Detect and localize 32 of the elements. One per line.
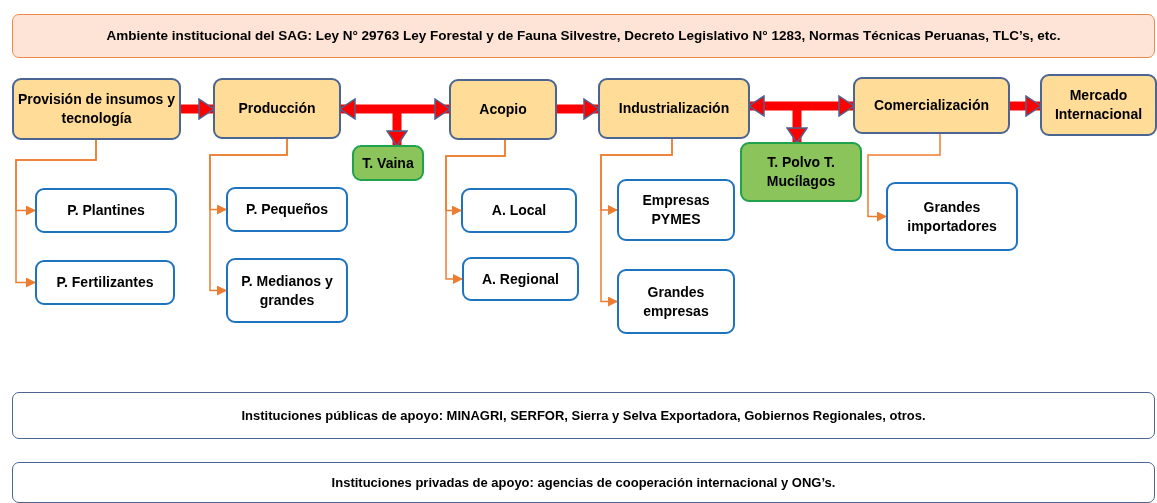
product-box: T. Vaina [352, 145, 424, 181]
actor-box: Grandes importadores [886, 182, 1018, 251]
connector-arrow [867, 133, 941, 222]
institution-box: Instituciones públicas de apoyo: MINAGRI, SERFOR, Sierra y Selva Exportadora, Gobiernos Regionales, otros. [12, 392, 1155, 439]
block-arrow [1010, 95, 1042, 117]
stage-box: Producción [213, 78, 341, 139]
block-arrow [386, 111, 408, 147]
connector-arrow [15, 139, 97, 288]
connector-arrow [600, 138, 673, 307]
block-arrow [181, 98, 215, 120]
institution-box: Instituciones privadas de apoyo: agencias de cooperación internacional y ONG’s. [12, 462, 1155, 503]
context-banner: Ambiente institucional del SAG: Ley N° 29763 Ley Forestal y de Fauna Silvestre, Decreto Legislativo N° 1283, Normas Técnicas Peruanas, TLC’s, etc. [12, 14, 1155, 58]
actor-box: P. Pequeños [226, 187, 348, 232]
block-arrow [557, 98, 600, 120]
stage-box: Mercado Internacional [1040, 74, 1157, 136]
actor-box: P. Medianos y grandes [226, 258, 348, 323]
stage-box: Comercialización [853, 77, 1010, 134]
actor-box: Empresas PYMES [617, 179, 735, 241]
actor-box: A. Local [461, 188, 577, 233]
block-arrow [786, 110, 808, 144]
block-arrow [748, 95, 855, 117]
actor-box: A. Regional [462, 257, 579, 301]
actor-box: P. Plantines [35, 188, 177, 233]
stage-box: Industrialización [598, 78, 750, 139]
connector-arrow [209, 138, 288, 296]
actor-box: P. Fertilizantes [35, 260, 175, 305]
actor-box: Grandes empresas [617, 269, 735, 334]
stage-box: Acopio [449, 79, 557, 140]
stage-box: Provisión de insumos y tecnología [12, 78, 181, 140]
connector-arrow [445, 139, 506, 284]
product-box: T. Polvo T. Mucílagos [740, 142, 862, 202]
block-arrow [339, 98, 451, 120]
